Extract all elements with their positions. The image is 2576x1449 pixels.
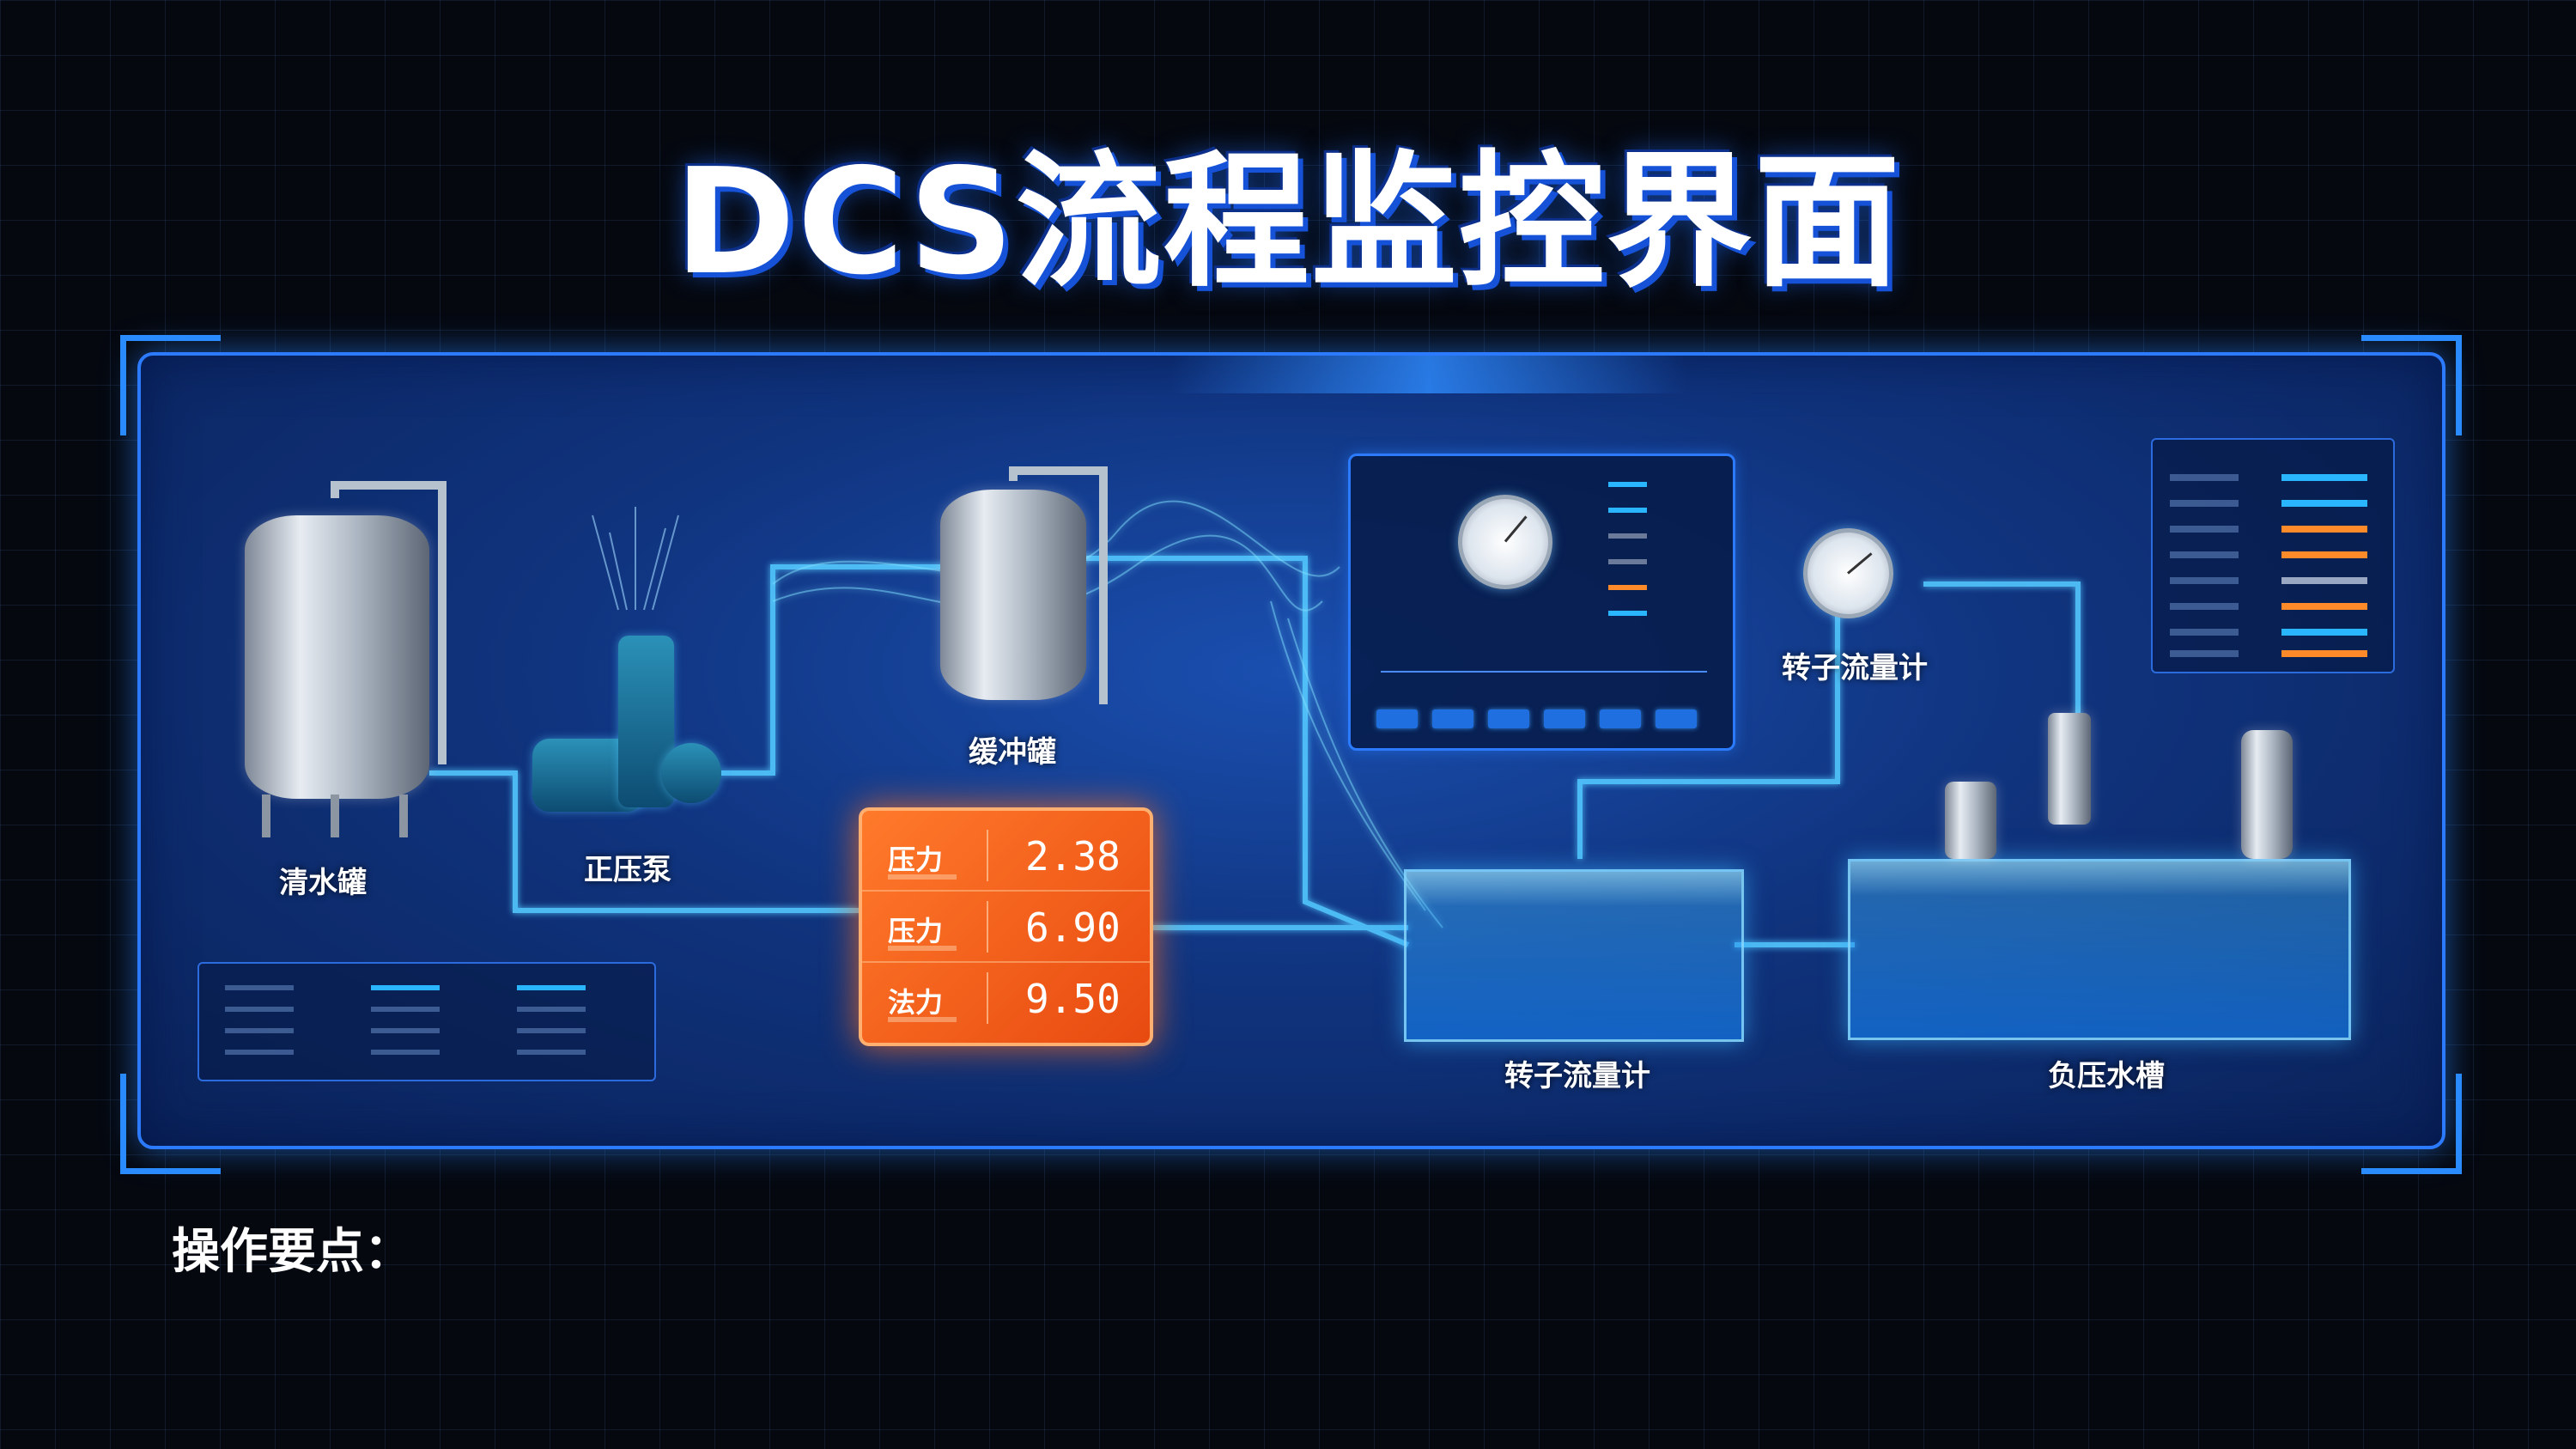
reading-row: 压力 2.38 bbox=[862, 821, 1150, 892]
label-rotor-flowmeter-top: 转子流量计 bbox=[1782, 651, 1928, 685]
rotor-flowmeter-gauge-icon[interactable] bbox=[1803, 528, 1893, 618]
label-pressure-pump: 正压泵 bbox=[584, 853, 671, 887]
bar bbox=[1608, 482, 1647, 487]
status-row bbox=[2170, 577, 2376, 584]
label-negative-pressure-tank: 负压水槽 bbox=[2048, 1059, 2165, 1093]
reading-divider bbox=[987, 901, 988, 953]
reading-sublabel-bar bbox=[888, 1017, 957, 1022]
status-list-panel bbox=[2151, 438, 2395, 673]
pipe-flowmeter-to-tank bbox=[1923, 581, 2081, 730]
pipe-basin-to-flowmeter bbox=[1577, 584, 1840, 859]
status-row bbox=[2170, 629, 2376, 636]
status-row bbox=[2170, 551, 2376, 558]
bar bbox=[1608, 559, 1647, 564]
reading-divider bbox=[987, 972, 988, 1024]
tank-leg bbox=[331, 795, 339, 837]
filter-vessel[interactable] bbox=[1945, 782, 1996, 859]
reading-value: 2.38 bbox=[1025, 833, 1121, 880]
reading-sublabel-bar bbox=[888, 946, 957, 951]
auxiliary-data-panel bbox=[197, 962, 656, 1081]
aux-column bbox=[371, 985, 474, 1062]
panel-button[interactable] bbox=[1376, 709, 1418, 728]
clear-water-tank-vessel[interactable] bbox=[245, 515, 429, 799]
gauge-needle bbox=[1847, 552, 1873, 575]
separator-vessel[interactable] bbox=[2241, 730, 2293, 859]
notes-label: 操作要点： bbox=[172, 1224, 412, 1280]
reading-sublabel-bar bbox=[888, 874, 957, 880]
negative-pressure-basin[interactable] bbox=[1848, 859, 2351, 1040]
pressure-readout-panel[interactable]: 压力 2.38 压力 6.90 法力 9.50 bbox=[859, 807, 1153, 1046]
bar bbox=[1608, 533, 1647, 539]
status-row bbox=[2170, 526, 2376, 533]
aux-column bbox=[225, 985, 328, 1062]
reading-row: 压力 6.90 bbox=[862, 892, 1150, 963]
buffer-tank-vessel[interactable] bbox=[940, 490, 1086, 700]
pressure-gauge-icon bbox=[1458, 495, 1552, 589]
tank-leg bbox=[399, 795, 408, 837]
reading-name: 法力 bbox=[888, 986, 944, 1019]
frame-corner-bottom-right bbox=[2361, 1074, 2462, 1174]
bar bbox=[1608, 585, 1647, 590]
tank-leg bbox=[262, 795, 270, 837]
reading-divider bbox=[987, 830, 988, 881]
frame-corner-bottom-left bbox=[120, 1074, 221, 1174]
pressure-pump-volute bbox=[661, 743, 721, 803]
status-row bbox=[2170, 650, 2376, 657]
panel-header-bar bbox=[1171, 356, 1686, 393]
reading-name: 压力 bbox=[888, 843, 944, 876]
frame-corner-top-left bbox=[120, 335, 221, 435]
reading-name: 压力 bbox=[888, 915, 944, 947]
label-buffer-tank: 缓冲罐 bbox=[969, 735, 1056, 770]
bar bbox=[1608, 611, 1647, 616]
frame-corner-top-right bbox=[2361, 335, 2462, 435]
reading-value: 6.90 bbox=[1025, 904, 1121, 951]
status-row bbox=[2170, 500, 2376, 507]
panel-button[interactable] bbox=[1600, 709, 1641, 728]
gauge-monitor-panel[interactable] bbox=[1348, 454, 1735, 751]
reading-value: 9.50 bbox=[1025, 976, 1121, 1022]
page-title: DCS流程监控界面 bbox=[674, 137, 1902, 307]
pipe-buffer-to-basin bbox=[1082, 556, 1410, 947]
water-surface bbox=[1406, 872, 1741, 906]
rotor-flowmeter-basin[interactable] bbox=[1404, 869, 1744, 1042]
reading-row: 法力 9.50 bbox=[862, 964, 1150, 1032]
label-rotor-flowmeter-bottom: 转子流量计 bbox=[1504, 1059, 1650, 1093]
bar bbox=[1608, 508, 1647, 513]
label-clear-water-tank: 清水罐 bbox=[279, 866, 367, 900]
status-row bbox=[2170, 603, 2376, 610]
water-surface bbox=[1850, 861, 2348, 896]
pipe-tank-return bbox=[429, 770, 859, 913]
panel-button[interactable] bbox=[1432, 709, 1473, 728]
panel-button[interactable] bbox=[1656, 709, 1697, 728]
gauge-needle bbox=[1504, 515, 1528, 543]
aux-column bbox=[517, 985, 620, 1062]
panel-button[interactable] bbox=[1488, 709, 1529, 728]
status-row bbox=[2170, 474, 2376, 481]
gauge-panel-bar-list bbox=[1608, 482, 1711, 636]
pipe-pump-to-buffer bbox=[721, 564, 945, 776]
gauge-axis bbox=[1381, 671, 1707, 673]
panel-button[interactable] bbox=[1544, 709, 1585, 728]
valve-assembly[interactable] bbox=[2048, 713, 2091, 825]
